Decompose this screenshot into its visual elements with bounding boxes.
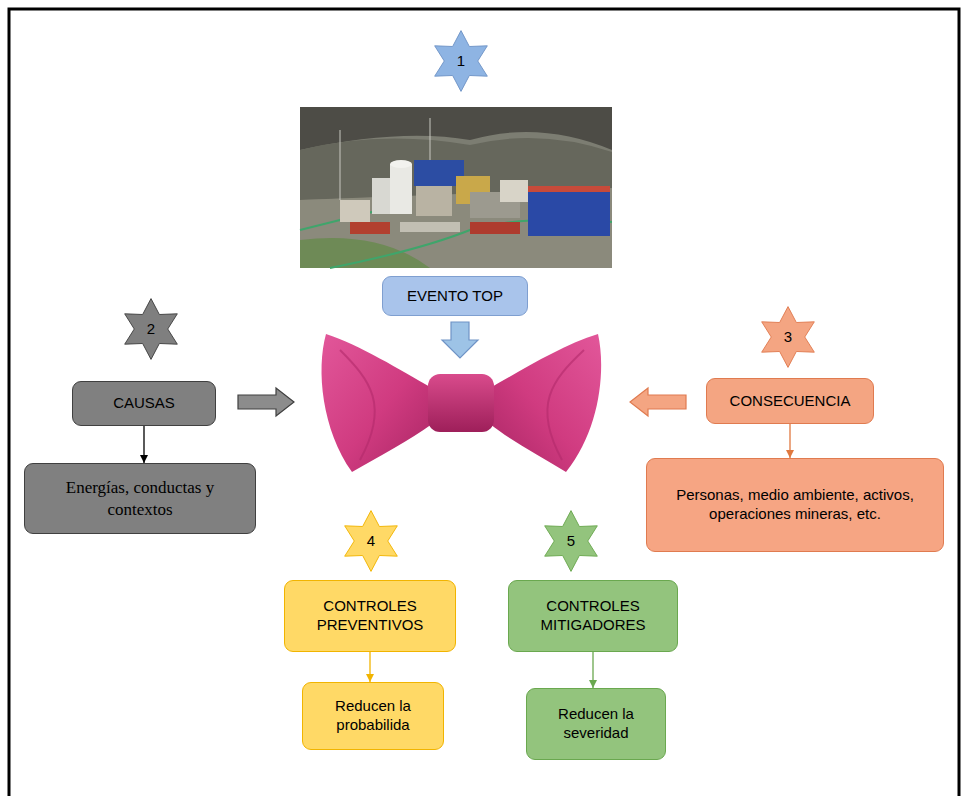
connector-arrow <box>789 424 790 458</box>
callout-number: 1 <box>430 30 492 92</box>
consequence-box: CONSECUENCIA <box>706 378 874 424</box>
star-outline <box>545 511 598 572</box>
plant-photo <box>300 107 612 268</box>
block-arrow <box>238 388 294 416</box>
node-text: 5 <box>567 532 575 551</box>
node-text: Energías, conductas y contextos <box>35 477 245 520</box>
block-arrow <box>442 322 478 358</box>
callout-number: 3 <box>757 306 819 368</box>
star-outline <box>435 31 488 92</box>
node-text: CONTROLES PREVENTIVOS <box>295 597 445 635</box>
cause-box: CAUSAS <box>72 381 216 426</box>
event-box: EVENTO TOP <box>382 276 528 316</box>
node-text: CAUSAS <box>113 394 175 413</box>
node-text: EVENTO TOP <box>407 287 503 306</box>
node-text: 4 <box>367 532 375 551</box>
node-text: 1 <box>457 52 465 71</box>
node-text: CONSECUENCIA <box>730 392 851 411</box>
mitigation-box: CONTROLES MITIGADORES <box>508 580 678 652</box>
block-arrow <box>630 388 686 416</box>
callout-number: 4 <box>340 510 402 572</box>
preventive-detail-box: Reducen la probabilida <box>302 682 444 750</box>
mitigation-detail-box: Reducen la severidad <box>526 688 666 760</box>
preventive-box: CONTROLES PREVENTIVOS <box>284 580 456 652</box>
star-outline <box>762 307 815 368</box>
node-text: Reducen la severidad <box>537 705 655 743</box>
node-text: 2 <box>147 320 155 339</box>
connector-arrow <box>369 652 370 682</box>
callout-number: 2 <box>120 298 182 360</box>
consequence-detail-box: Personas, medio ambiente, activos, opera… <box>646 458 944 552</box>
page-frame <box>9 9 959 796</box>
connector-arrow <box>143 426 144 463</box>
node-text: CONTROLES MITIGADORES <box>519 597 667 635</box>
star-outline <box>345 511 398 572</box>
node-text: Reducen la probabilida <box>313 697 433 735</box>
connector-arrow <box>592 652 593 688</box>
cause-detail-box: Energías, conductas y contextos <box>24 463 256 534</box>
node-text: Personas, medio ambiente, activos, opera… <box>657 486 933 524</box>
node-text: 3 <box>784 328 792 347</box>
star-outline <box>125 299 178 360</box>
callout-number: 5 <box>540 510 602 572</box>
